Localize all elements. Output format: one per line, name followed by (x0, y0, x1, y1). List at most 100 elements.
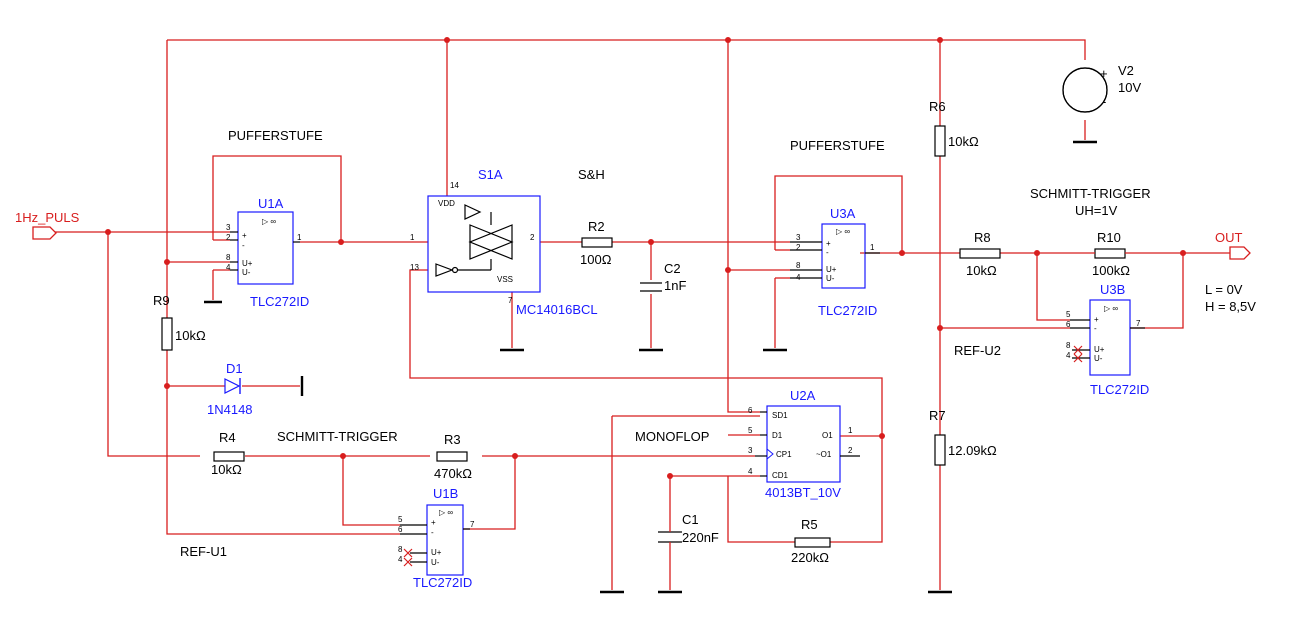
svg-text:1: 1 (297, 233, 302, 242)
svg-text:2: 2 (796, 243, 801, 252)
note-high: H = 8,5V (1205, 299, 1256, 314)
svg-text:U1A: U1A (258, 196, 284, 211)
switch-s1a: S1A S&H VDD VSS 14 1 2 7 13 MC14016BCL (410, 167, 605, 317)
svg-text:2: 2 (530, 233, 535, 242)
u3b-subtitle: UH=1V (1075, 203, 1118, 218)
svg-text:R9: R9 (153, 293, 170, 308)
svg-text:R4: R4 (219, 430, 236, 445)
svg-text:R10: R10 (1097, 230, 1121, 245)
diode-d1: D1 1N4148 (207, 361, 253, 417)
svg-text:6: 6 (748, 406, 753, 415)
u1a-title: PUFFERSTUFE (228, 128, 323, 143)
input-port: 1Hz_PULS (15, 210, 80, 240)
svg-text:470kΩ: 470kΩ (434, 466, 472, 481)
svg-text:4013BT_10V: 4013BT_10V (765, 485, 841, 500)
svg-text:V2: V2 (1118, 63, 1134, 78)
resistor-r4: R4 10kΩ (211, 430, 245, 477)
svg-text:U3A: U3A (830, 206, 856, 221)
svg-text:7: 7 (508, 296, 513, 305)
svg-text:-: - (1094, 324, 1097, 333)
s1a-title: S&H (578, 167, 605, 182)
junctions (105, 37, 1186, 479)
svg-text:4: 4 (398, 555, 403, 564)
note-low: L = 0V (1205, 282, 1243, 297)
svg-text:100Ω: 100Ω (580, 252, 612, 267)
svg-text:TLC272ID: TLC272ID (818, 303, 877, 318)
svg-text:U+: U+ (826, 265, 837, 274)
capacitor-c1: C1 220nF (658, 512, 719, 552)
svg-text:U-: U- (1094, 354, 1103, 363)
svg-text:+: + (1094, 315, 1099, 324)
svg-text:4: 4 (226, 263, 231, 272)
resistor-r7: R7 12.09kΩ (929, 408, 997, 466)
svg-text:-: - (1102, 94, 1106, 109)
svg-text:10kΩ: 10kΩ (175, 328, 206, 343)
svg-text:1nF: 1nF (664, 278, 686, 293)
svg-text:U+: U+ (242, 259, 253, 268)
svg-text:▷ ∞: ▷ ∞ (836, 227, 850, 236)
svg-text:R5: R5 (801, 517, 818, 532)
opamp-u3b: SCHMITT-TRIGGER UH=1V U3B ▷ ∞ + - U+ U- … (1030, 186, 1151, 397)
svg-text:U1B: U1B (433, 486, 458, 501)
wires (55, 39, 1230, 590)
svg-text:U+: U+ (431, 548, 442, 557)
svg-text:+: + (242, 231, 247, 240)
svg-text:1Hz_PULS: 1Hz_PULS (15, 210, 80, 225)
svg-text:TLC272ID: TLC272ID (1090, 382, 1149, 397)
svg-text:3: 3 (748, 446, 753, 455)
resistor-r9: R9 10kΩ (153, 293, 206, 351)
source-v2: + - V2 10V (1062, 63, 1141, 113)
svg-text:TLC272ID: TLC272ID (413, 575, 472, 590)
svg-text:C2: C2 (664, 261, 681, 276)
u3b-title: SCHMITT-TRIGGER (1030, 186, 1151, 201)
net-label-ref-u1: REF-U1 (180, 544, 227, 559)
svg-text:10kΩ: 10kΩ (966, 263, 997, 278)
flipflop-u2a: MONOFLOP U2A SD1 D1 CP1 CD1 O1 ~O1 6 5 3… (635, 388, 860, 500)
svg-text:U3B: U3B (1100, 282, 1125, 297)
resistor-r6: R6 10kΩ (929, 99, 979, 157)
svg-text:R8: R8 (974, 230, 991, 245)
svg-text:R2: R2 (588, 219, 605, 234)
svg-text:VDD: VDD (438, 199, 455, 208)
svg-text:U+: U+ (1094, 345, 1105, 354)
svg-text:TLC272ID: TLC272ID (250, 294, 309, 309)
resistor-r8: R8 10kΩ (959, 230, 1001, 278)
svg-text:U-: U- (431, 558, 440, 567)
svg-text:1N4148: 1N4148 (207, 402, 253, 417)
svg-text:1: 1 (848, 426, 853, 435)
svg-text:2: 2 (226, 233, 231, 242)
svg-text:13: 13 (410, 263, 419, 272)
svg-text:1: 1 (410, 233, 415, 242)
u3a-title: PUFFERSTUFE (790, 138, 885, 153)
svg-text:R6: R6 (929, 99, 946, 114)
svg-text:D1: D1 (226, 361, 243, 376)
svg-text:4: 4 (748, 467, 753, 476)
u2a-title: MONOFLOP (635, 429, 709, 444)
svg-text:100kΩ: 100kΩ (1092, 263, 1130, 278)
svg-text:CP1: CP1 (776, 450, 792, 459)
svg-text:+: + (1100, 66, 1108, 81)
svg-text:220kΩ: 220kΩ (791, 550, 829, 565)
opamp-u1b: SCHMITT-TRIGGER U1B ▷ ∞ + - U+ U- 5 6 8 … (277, 429, 475, 590)
svg-text:10kΩ: 10kΩ (211, 462, 242, 477)
svg-text:VSS: VSS (497, 275, 513, 284)
svg-text:6: 6 (398, 525, 403, 534)
svg-text:6: 6 (1066, 320, 1071, 329)
svg-text:O1: O1 (822, 431, 833, 440)
capacitor-c2: C2 1nF (640, 261, 686, 293)
svg-text:OUT: OUT (1215, 230, 1243, 245)
opamp-u3a: PUFFERSTUFE U3A ▷ ∞ + - U+ U- 3 2 8 4 1 … (790, 138, 885, 318)
svg-text:CD1: CD1 (772, 471, 789, 480)
resistor-r5: R5 220kΩ (791, 517, 831, 565)
svg-text:R7: R7 (929, 408, 946, 423)
svg-text:U-: U- (242, 268, 251, 277)
svg-text:8: 8 (398, 545, 403, 554)
svg-text:2: 2 (848, 446, 853, 455)
svg-text:5: 5 (748, 426, 753, 435)
svg-text:~O1: ~O1 (816, 450, 832, 459)
svg-text:7: 7 (470, 520, 475, 529)
svg-text:10V: 10V (1118, 80, 1141, 95)
svg-text:▷ ∞: ▷ ∞ (1104, 304, 1118, 313)
resistor-r2: R2 100Ω (580, 219, 613, 267)
